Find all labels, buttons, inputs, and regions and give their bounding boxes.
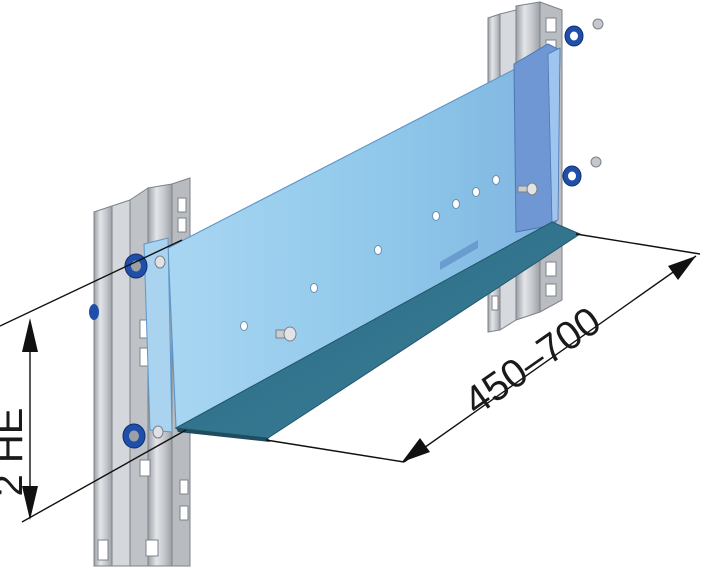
side-panel xyxy=(143,43,561,433)
height-dimension xyxy=(0,239,187,523)
cage-nut-icon xyxy=(124,253,166,279)
cage-nut-icon xyxy=(564,18,604,47)
screw-icon xyxy=(517,182,538,196)
depth-dimension xyxy=(265,233,701,463)
cage-nut-icon xyxy=(122,423,164,449)
panel-holes xyxy=(240,175,500,331)
cage-nut-icon xyxy=(562,156,602,187)
depth-label: 450–700 xyxy=(456,299,609,424)
screw-icon xyxy=(275,326,297,342)
cage-nut-icon xyxy=(89,304,99,320)
height-arrowheads xyxy=(22,318,38,520)
height-label: 2 HE xyxy=(0,408,31,497)
depth-arrowheads xyxy=(402,256,696,462)
